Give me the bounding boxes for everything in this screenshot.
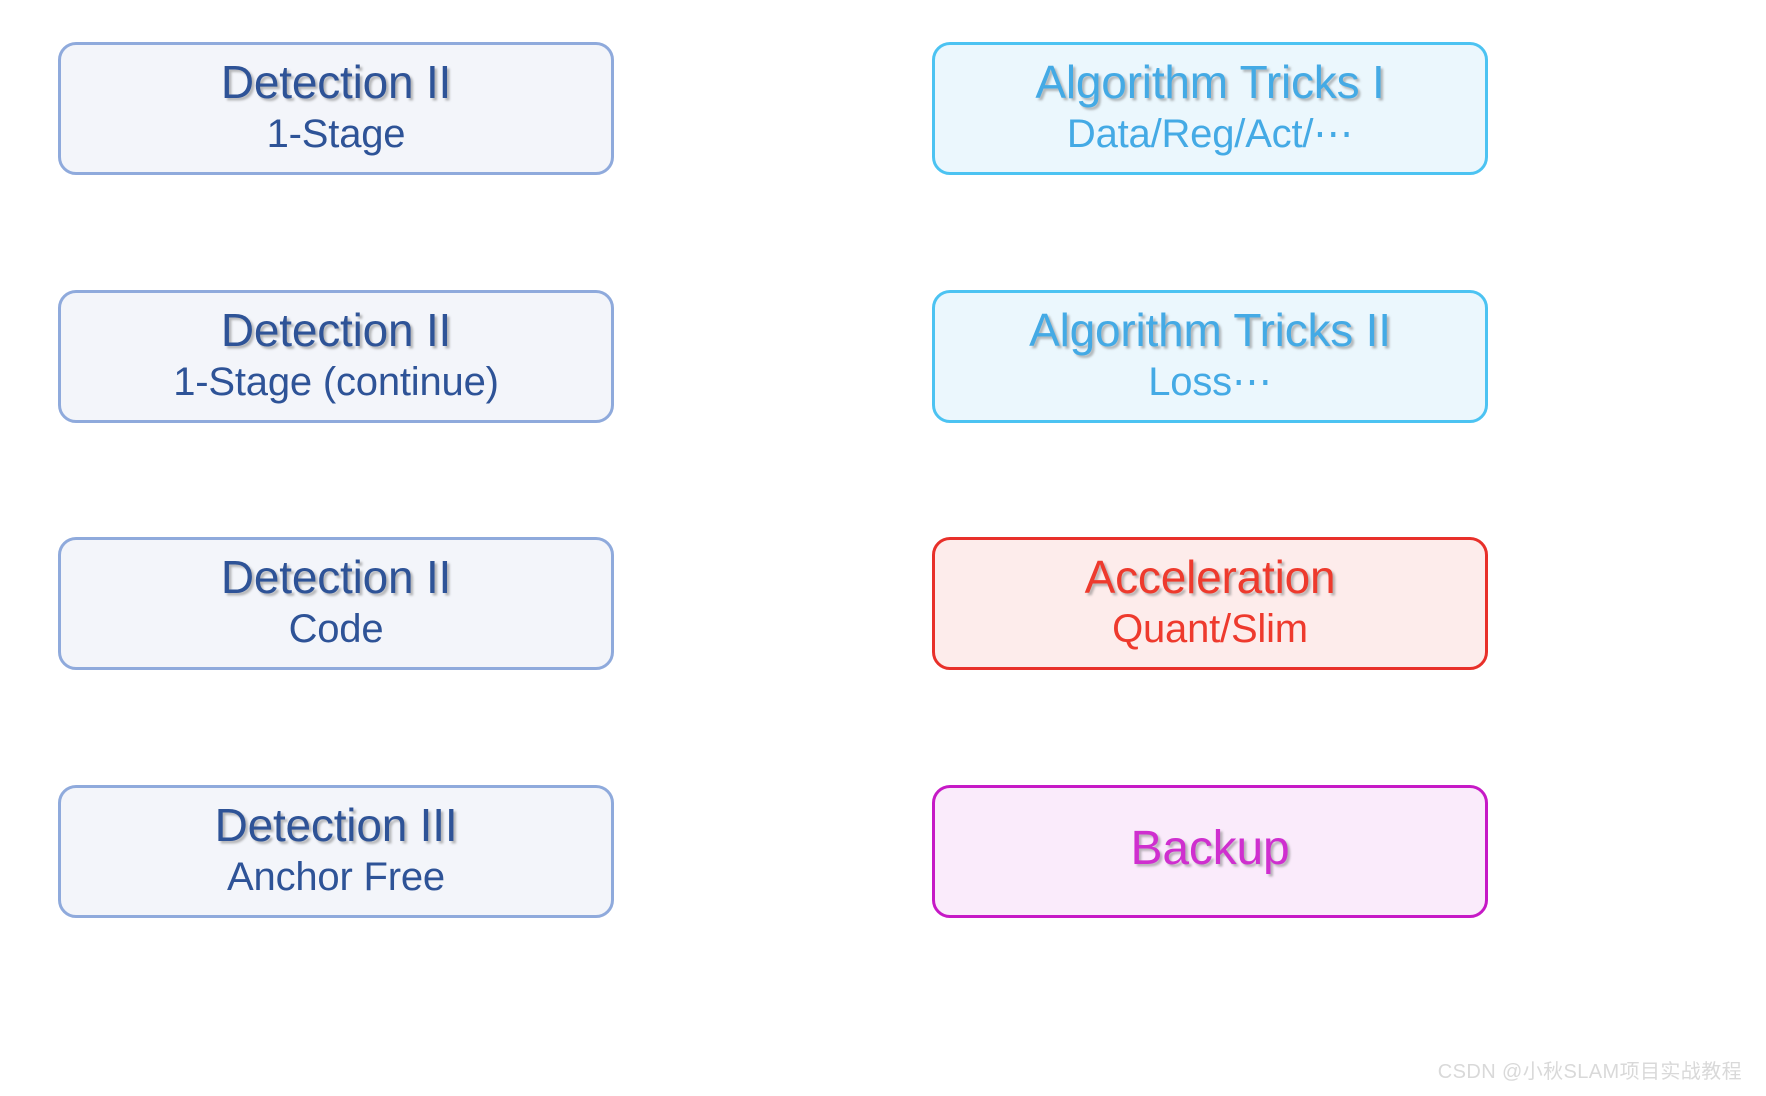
card-subtitle: 1-Stage (266, 111, 406, 156)
card-title: Algorithm Tricks I (1035, 55, 1385, 108)
card-title: Backup (1130, 822, 1290, 876)
csdn-watermark: CSDN @小秋SLAM项目实战教程 (1437, 1061, 1742, 1083)
card-acceleration[interactable]: Acceleration Quant/Slim (932, 537, 1488, 670)
card-title: Acceleration (1084, 550, 1336, 603)
card-title: Detection III (214, 798, 458, 851)
card-title: Algorithm Tricks II (1029, 303, 1391, 356)
card-algorithm-tricks-ii[interactable]: Algorithm Tricks II Loss⋯ (932, 290, 1488, 423)
card-detection-ii-1-stage[interactable]: Detection II 1-Stage (58, 42, 614, 175)
card-title: Detection II (220, 303, 452, 356)
card-subtitle: 1-Stage (continue) (173, 359, 499, 404)
card-title: Detection II (220, 55, 452, 108)
card-backup[interactable]: Backup (932, 785, 1488, 918)
card-detection-iii-anchor-free[interactable]: Detection III Anchor Free (58, 785, 614, 918)
card-algorithm-tricks-i[interactable]: Algorithm Tricks I Data/Reg/Act/⋯ (932, 42, 1488, 175)
card-subtitle: Anchor Free (227, 854, 445, 899)
card-subtitle: Data/Reg/Act/⋯ (1066, 111, 1354, 156)
card-detection-ii-code[interactable]: Detection II Code (58, 537, 614, 670)
card-subtitle: Quant/Slim (1112, 606, 1308, 651)
card-subtitle: Code (288, 606, 384, 651)
card-title: Detection II (220, 550, 452, 603)
card-subtitle: Loss⋯ (1148, 359, 1272, 404)
card-detection-ii-1-stage-continue[interactable]: Detection II 1-Stage (continue) (58, 290, 614, 423)
